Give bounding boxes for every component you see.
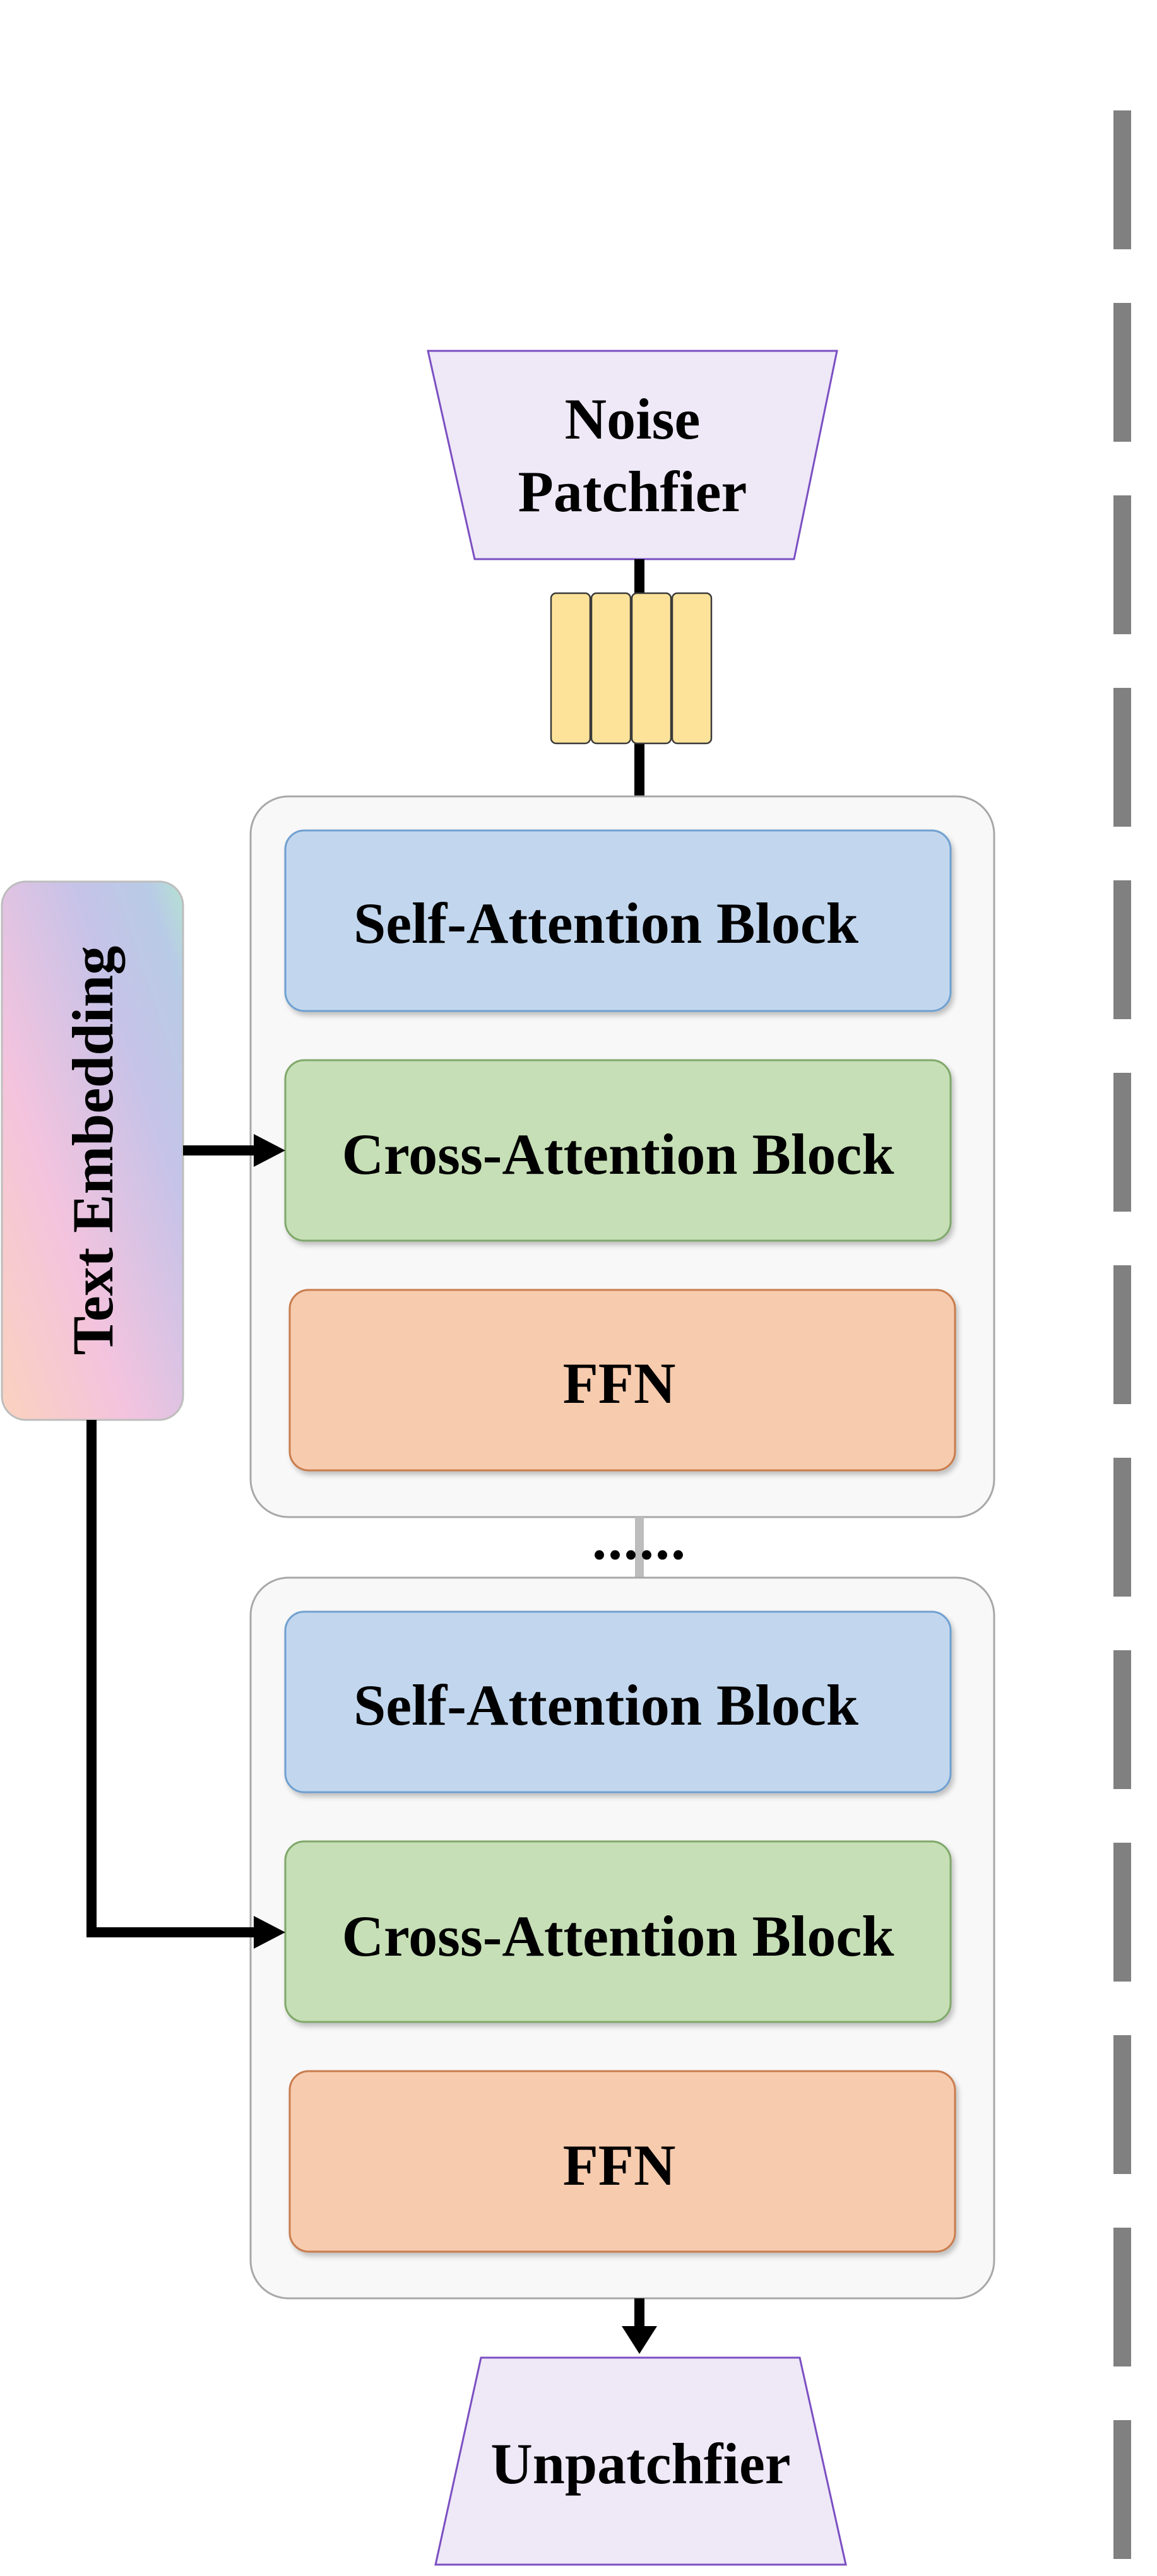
token [550,592,591,745]
token [590,592,632,745]
ffn-block-2: FFN [288,2070,956,2253]
ffn-block-1: FFN [288,1289,956,1472]
noise-patchfier: Noise Patchfier [427,350,838,560]
token [671,592,713,745]
cross-attention-block-1: Cross-Attention Block [284,1059,952,1242]
cross-attention-label: Cross-Attention Block [342,1904,895,1968]
self-attention-block-1: Self-Attention Block [284,829,952,1012]
ffn-label: FFN [563,2133,676,2197]
unpatchfier-label: Unpatchfier [490,2431,790,2496]
self-attention-label: Self-Attention Block [353,891,859,955]
self-attention-block-2: Self-Attention Block [284,1610,952,1793]
text-embedding-label: Text Embedding [61,946,125,1355]
unpatchfier: Unpatchfier [434,2356,847,2566]
cross-attention-arrow-2 [86,1420,285,1949]
noise-patchfier-label-line1: Noise [565,387,701,451]
noise-patchfier-label-line2: Patchfier [518,459,747,524]
token-sequence [550,592,713,745]
output-arrow [622,2298,657,2354]
ellipsis: ...... [592,1507,687,1571]
self-attention-label: Self-Attention Block [353,1673,859,1737]
cross-attention-block-2: Cross-Attention Block [284,1840,952,2023]
text-embedding: Text Embedding [1,880,184,1421]
cross-attention-label: Cross-Attention Block [342,1122,895,1186]
cross-attention-arrow-1 [183,1134,285,1167]
ffn-label: FFN [563,1351,676,1415]
token [631,592,672,745]
